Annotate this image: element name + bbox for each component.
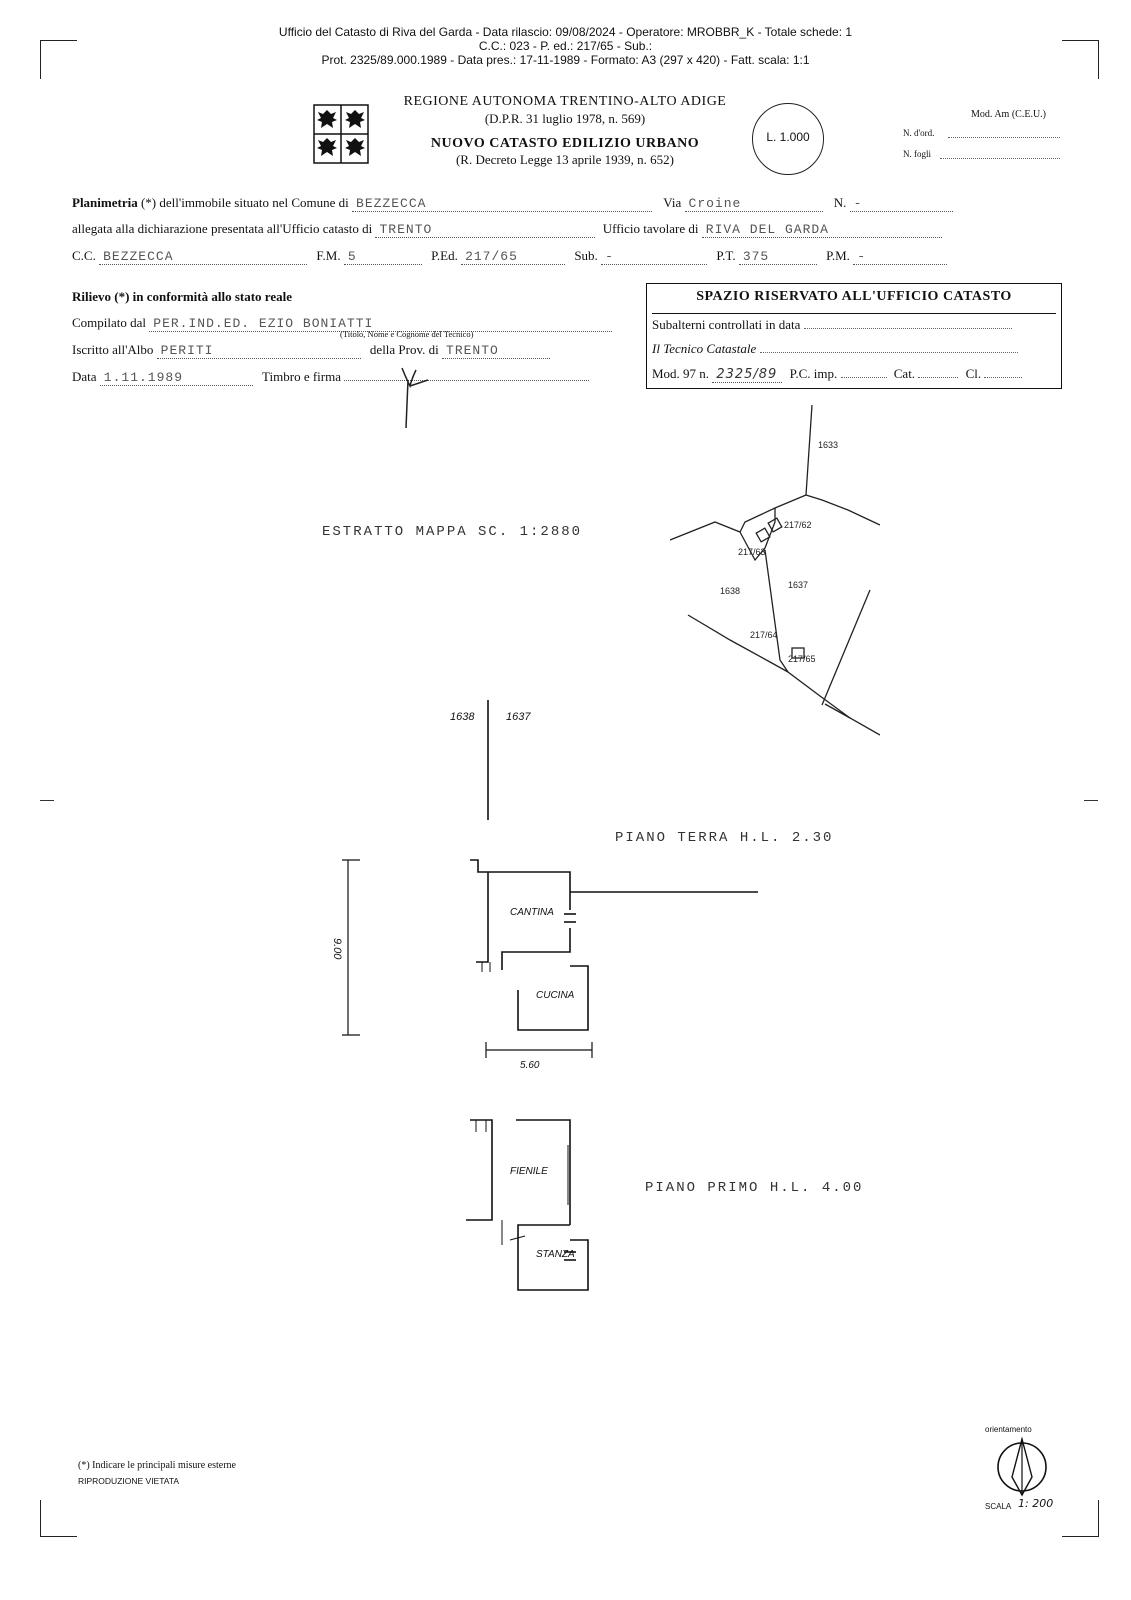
ufficio-title: SPAZIO RISERVATO ALL'UFFICIO CATASTO: [696, 289, 1012, 304]
planimetria-label: Planimetria: [72, 195, 138, 210]
iscritto-label: Iscritto all'Albo: [72, 342, 154, 357]
estratto-mappa-label: ESTRATTO MAPPA SC. 1:2880: [322, 524, 583, 540]
cat-label: Cat.: [893, 366, 916, 381]
pt-label: P.T.: [716, 248, 736, 263]
data-value: 1.11.1989: [99, 370, 253, 386]
room-stanza: STANZA: [536, 1249, 575, 1260]
n-label: N.: [833, 195, 847, 210]
map-label-217-62: 217/62: [784, 520, 812, 530]
sub-value: -: [601, 249, 708, 265]
pm-label: P.M.: [826, 248, 850, 263]
prov-value: TRENTO: [442, 343, 551, 359]
region-title: REGIONE AUTONOMA TRENTINO-ALTO ADIGE: [403, 94, 727, 109]
allegata-row: allegata alla dichiarazione presentata a…: [72, 221, 942, 238]
subalterni-label: Subalterni controllati in data: [652, 317, 801, 332]
map-label-217-63: 217/63: [738, 547, 766, 557]
plan-label-1637: 1637: [506, 711, 531, 723]
planimetria-text: (*) dell'immobile situato nel Comune di: [140, 195, 349, 210]
compilato-label: Compilato dal: [72, 315, 147, 330]
pm-value: -: [853, 249, 948, 265]
corner-mark-top-right: [1062, 40, 1099, 79]
mod97-label: Mod. 97 n.: [652, 366, 710, 381]
orientamento-label: orientamento: [985, 1425, 1032, 1434]
compass-icon: [992, 1436, 1052, 1502]
riproduzione-vietata: RIPRODUZIONE VIETATA: [78, 1476, 180, 1486]
corner-mark-bottom-right: [1062, 1500, 1099, 1537]
n-ord-field: [948, 137, 1060, 138]
map-label-217-64: 217/64: [750, 630, 778, 640]
timbro-field: [344, 380, 590, 381]
n-fogli-label: N. fogli: [903, 149, 931, 159]
cc-value: BEZZECCA: [99, 249, 308, 265]
fee-stamp-text: L. 1.000: [766, 130, 810, 144]
room-cucina: CUCINA: [536, 990, 575, 1001]
tavolare-value: RIVA DEL GARDA: [701, 222, 942, 238]
dimension-horizontal: 5.60: [520, 1060, 540, 1071]
compilato-row: Compilato dal PER.IND.ED. EZIO BONIATTI: [72, 315, 613, 332]
room-cantina: CANTINA: [510, 907, 554, 918]
header-line-1: Ufficio del Catasto di Riva del Garda - …: [278, 25, 853, 39]
dimension-vertical: 9.00: [331, 938, 343, 960]
ped-label: P.Ed.: [431, 248, 458, 263]
scala-value: 1: 200: [1018, 1497, 1054, 1510]
fold-mark-right: [1084, 800, 1098, 801]
ped-value: 217/65: [461, 249, 566, 265]
fm-value: 5: [343, 249, 422, 265]
decreto-text: (R. Decreto Legge 13 aprile 1939, n. 652…: [455, 152, 675, 167]
scala-label: SCALA: [985, 1502, 1012, 1511]
pt-value: 375: [738, 249, 817, 265]
comune-value: BEZZECCA: [352, 196, 653, 212]
mod-am: Mod. Am (C.E.U.): [971, 109, 1046, 120]
sub-label: Sub.: [574, 248, 598, 263]
fold-mark-left: [40, 800, 54, 801]
room-fienile: FIENILE: [510, 1166, 548, 1177]
n-fogli-field: [940, 158, 1060, 159]
cl-label: Cl.: [965, 366, 982, 381]
compilato-note: (Titolo, Nome e Cognome del Tecnico): [340, 329, 474, 339]
coat-of-arms-logo: [313, 104, 369, 169]
prov-label: della Prov. di: [369, 342, 439, 357]
timbro-label: Timbro e firma: [262, 369, 342, 384]
via-label: Via: [663, 195, 682, 210]
piano-terra-label: PIANO TERRA H.L. 2.30: [615, 830, 834, 846]
map-label-217-65: 217/65: [788, 654, 816, 664]
catasto-title: NUOVO CATASTO EDILIZIO URBANO: [430, 136, 700, 151]
tecnico-label: Il Tecnico Catastale: [652, 341, 757, 356]
planimetria-row: Planimetria (*) dell'immobile situato ne…: [72, 195, 953, 212]
cc-row: C.C. BEZZECCA F.M. 5 P.Ed. 217/65 Sub. -…: [72, 248, 948, 265]
map-sketch: 1633 217/62 217/63 1638 1637 217/64 217/…: [670, 404, 880, 736]
map-label-1637: 1637: [788, 580, 808, 590]
via-value: Croine: [684, 196, 823, 212]
map-label-1633: 1633: [818, 440, 838, 450]
rilievo-title: Rilievo (*) in conformità allo stato rea…: [72, 289, 292, 304]
albo-value: PERITI: [156, 343, 361, 359]
iscritto-row: Iscritto all'Albo PERITI della Prov. di …: [72, 342, 551, 359]
tavolare-label: Ufficio tavolare di: [602, 221, 699, 236]
signature: [398, 360, 448, 435]
allegata-label: allegata alla dichiarazione presentata a…: [72, 221, 373, 236]
data-label: Data: [72, 369, 97, 384]
floor-plans: 1638 1637 CANTINA CUCINA 9.00 5.60 FIENI…: [331, 700, 758, 1291]
map-label-1638: 1638: [720, 586, 740, 596]
n-value: -: [849, 196, 953, 212]
cc-label: C.C.: [72, 248, 96, 263]
ufficio-catasto-value: TRENTO: [375, 222, 596, 238]
corner-mark-top-left: [40, 40, 77, 79]
pc-imp-label: P.C. imp.: [789, 366, 838, 381]
header-line-3: Prot. 2325/89.000.1989 - Data pres.: 17-…: [321, 53, 810, 67]
dpr-text: (D.P.R. 31 luglio 1978, n. 569): [484, 111, 646, 126]
fm-label: F.M.: [316, 248, 341, 263]
mod97-value: 2325/89: [712, 367, 783, 383]
piano-primo-label: PIANO PRIMO H.L. 4.00: [645, 1180, 864, 1196]
plan-label-1638: 1638: [450, 711, 475, 723]
corner-mark-bottom-left: [40, 1500, 77, 1537]
compilato-value: PER.IND.ED. EZIO BONIATTI: [149, 316, 613, 332]
header-line-2: C.C.: 023 - P. ed.: 217/65 - Sub.:: [478, 39, 653, 53]
fee-stamp: L. 1.000: [752, 103, 824, 175]
ufficio-catasto-box: SPAZIO RISERVATO ALL'UFFICIO CATASTO Sub…: [646, 283, 1062, 389]
footer-note: (*) Indicare le principali misure estern…: [78, 1460, 236, 1471]
n-ord-label: N. d'ord.: [903, 128, 935, 138]
data-row: Data 1.11.1989 Timbro e firma: [72, 369, 590, 386]
